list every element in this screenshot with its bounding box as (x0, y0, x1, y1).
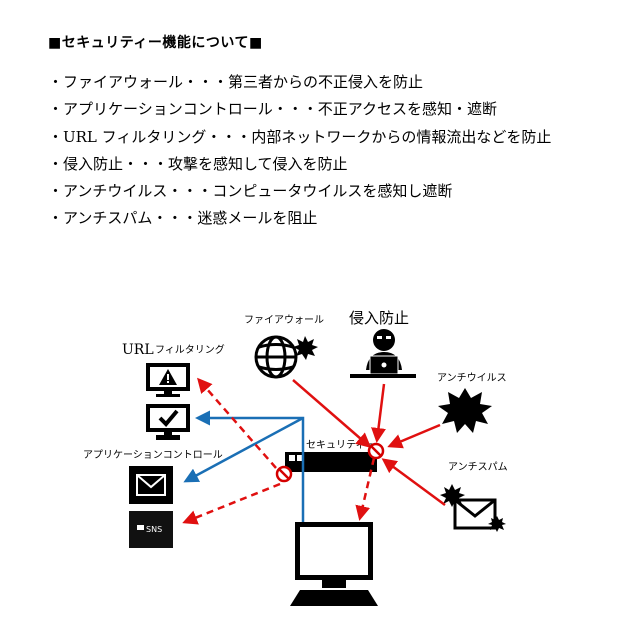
security-diagram: ファイアウォール 侵入防止 URL フィルタリング アンチウイルス セキュリティ… (83, 309, 508, 606)
label-intrusion-prevention: 侵入防止 (349, 309, 409, 327)
feature-item-firewall: ・ファイアウォール・・・第三者からの不正侵入を防止 (48, 73, 424, 91)
feature-item-url-filtering: ・URL フィルタリング・・・内部ネットワークからの情報流出などを防止 (48, 127, 552, 146)
security-appliance (285, 452, 377, 472)
label-url-prefix: URL (122, 342, 154, 358)
feature-item-intrusion-prevention: ・侵入防止・・・攻撃を感知して侵入を防止 (48, 154, 348, 173)
hacker-icon (350, 329, 416, 378)
section-heading: ■セキュリティー機能について■ (48, 35, 263, 51)
spam-mail-icon (440, 484, 506, 532)
threat-arrows (182, 377, 446, 525)
virus-small-icon (293, 336, 318, 360)
globe-icon (254, 335, 298, 379)
label-app-control: アプリケーションコントロール (83, 449, 223, 461)
label-security: セキュリティー (306, 439, 375, 451)
label-firewall: ファイアウォール (244, 314, 324, 326)
client-pc-icon (290, 522, 378, 606)
mail-app-icon (129, 466, 173, 504)
label-antispam: アンチスパム (448, 461, 508, 473)
block-sign-icon (275, 465, 293, 483)
label-antivirus: アンチウイルス (437, 372, 507, 384)
sns-app-icon: SNS (129, 511, 173, 548)
feature-item-antivirus: ・アンチウイルス・・・コンピュータウイルスを感知し遮断 (48, 182, 453, 201)
check-monitor-icon (146, 404, 190, 440)
feature-item-antispam: ・アンチスパム・・・迷惑メールを阻止 (48, 209, 318, 228)
label-url-suffix: フィルタリング (155, 343, 225, 356)
block-sign-icon (367, 442, 385, 460)
warning-monitor-icon (146, 363, 190, 397)
virus-icon (438, 388, 492, 433)
feature-item-app-control: ・アプリケーションコントロール・・・不正アクセスを感知・遮断 (48, 100, 497, 119)
sns-badge-label: SNS (146, 525, 162, 534)
feature-list: ・ファイアウォール・・・第三者からの不正侵入を防止 ・アプリケーションコントロー… (48, 72, 551, 236)
